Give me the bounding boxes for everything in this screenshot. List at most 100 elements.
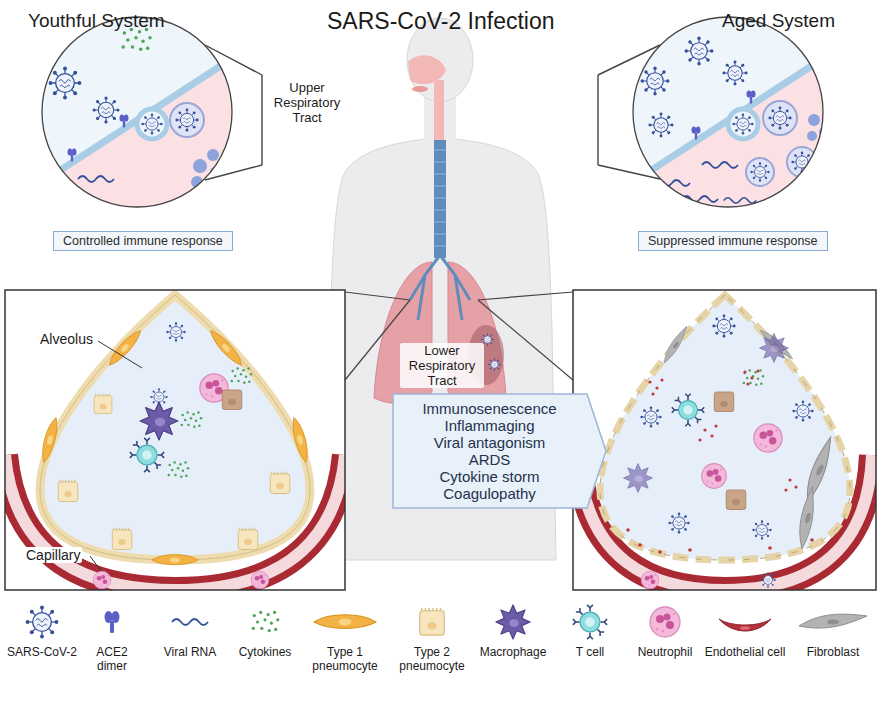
youthful-alveolus	[130, 438, 164, 472]
zoom-lines	[478, 292, 573, 300]
legend-icon	[313, 611, 377, 633]
aged-upper-airway-inset	[746, 158, 774, 186]
aged-alveolus	[760, 572, 775, 587]
youthful-alveolus	[181, 411, 203, 428]
panel-heading: Youthful System	[28, 10, 165, 32]
human-figure	[434, 210, 446, 211]
bracket-lines	[205, 165, 262, 180]
arrow-box-text: Cytokine storm	[396, 468, 583, 485]
aged-alveolus	[648, 380, 651, 383]
aged-alveolus	[784, 488, 787, 491]
bracket-lines	[261, 75, 262, 165]
leader-lines	[98, 341, 142, 368]
aged-alveolus	[710, 434, 713, 437]
panel-frame	[5, 290, 345, 590]
human-figure	[410, 255, 470, 320]
youthful-upper-airway-inset	[68, 148, 77, 161]
youthful-alveolus	[5, 295, 345, 590]
aged-alveolus	[797, 436, 841, 503]
aged-alveolus	[743, 370, 746, 373]
aged-upper-airway-inset	[732, 113, 753, 134]
aged-upper-airway-inset	[750, 162, 769, 181]
aged-upper-airway-inset	[702, 162, 738, 168]
figure-title: SARS-CoV-2 Infection	[327, 8, 555, 35]
aged-upper-airway-inset	[820, 174, 832, 186]
youthful-upper-airway-inset	[49, 67, 82, 100]
region-label: Upper Respiratory Tract	[267, 80, 347, 125]
youthful-alveolus	[207, 327, 246, 368]
legend-icon	[716, 609, 774, 635]
youthful-alveolus	[105, 327, 144, 368]
inset-outline	[42, 17, 232, 207]
legend-text: T cell	[562, 645, 618, 659]
panel-frame	[573, 290, 876, 590]
aged-alveolus	[626, 369, 814, 553]
aged-alveolus	[714, 424, 717, 427]
status-box: Suppressed immune response	[638, 231, 828, 251]
aged-upper-airway-inset	[807, 131, 817, 141]
zoom-lines	[345, 292, 410, 300]
youthful-alveolus	[168, 461, 190, 478]
youthful-upper-airway-inset	[121, 28, 151, 51]
legend-icon-shape	[420, 608, 444, 635]
legend-icon	[648, 605, 682, 639]
youthful-upper-airway-inset	[170, 103, 204, 137]
youthful-alveolus	[222, 390, 242, 410]
youthful-alveolus	[105, 327, 144, 368]
human-figure	[488, 358, 501, 371]
legend-icon-shape	[172, 619, 208, 625]
bracket-lines	[597, 75, 598, 165]
aged-alveolus	[651, 392, 654, 395]
youthful-alveolus	[207, 327, 246, 368]
aged-upper-airway-inset	[682, 196, 718, 202]
legend-icon	[25, 605, 59, 639]
legend-icon	[571, 603, 609, 641]
region-label: Lower Respiratory Tract	[400, 343, 484, 388]
youthful-upper-airway-inset	[30, 50, 245, 215]
legend-text: ACE2 dimer	[87, 645, 137, 673]
youthful-upper-airway-inset	[210, 167, 220, 177]
part-label: Alveolus	[38, 331, 95, 347]
youthful-alveolus	[238, 528, 258, 550]
human-figure	[434, 186, 446, 187]
youthful-upper-airway-inset	[92, 96, 119, 123]
aged-alveolus	[712, 314, 735, 337]
aged-alveolus	[660, 378, 663, 381]
zoom-lines	[478, 300, 573, 380]
youthful-alveolus	[93, 571, 111, 589]
human-figure	[434, 150, 446, 151]
legend-text: Cytokines	[230, 645, 300, 659]
legend-icon	[102, 609, 122, 635]
aged-alveolus	[703, 428, 706, 431]
panel-heading: Aged System	[722, 10, 835, 32]
aged-upper-airway-inset	[654, 180, 690, 186]
youthful-alveolus	[152, 555, 198, 565]
human-figure	[434, 234, 446, 235]
leader-lines	[90, 556, 101, 571]
legend-text: Macrophage	[473, 645, 553, 659]
youthful-upper-airway-inset	[137, 109, 167, 139]
youthful-alveolus	[231, 367, 253, 384]
aged-alveolus	[792, 486, 823, 549]
aged-alveolus	[759, 325, 793, 363]
aged-upper-airway-inset	[722, 60, 747, 85]
aged-alveolus	[750, 376, 753, 379]
legend-icon-shape	[314, 615, 376, 629]
arrow-box-text: Coagulopathy	[396, 485, 583, 502]
aged-alveolus	[641, 571, 659, 589]
aged-alveolus	[638, 543, 642, 547]
legend-icon-shape	[799, 614, 867, 628]
legend-icon	[494, 603, 532, 641]
aged-upper-airway-inset	[807, 114, 832, 186]
youthful-upper-airway-inset	[207, 149, 219, 161]
arrow-box-text: Immunosenescence	[396, 400, 583, 417]
legend-text: Endothelial cell	[697, 645, 793, 659]
aged-upper-airway-inset	[724, 198, 756, 203]
aged-alveolus	[746, 382, 749, 385]
aged-upper-airway-inset	[747, 90, 756, 103]
aged-alveolus	[655, 386, 658, 389]
aged-upper-airway-inset	[808, 114, 820, 126]
youthful-alveolus	[289, 416, 311, 463]
legend-text: SARS-CoV-2	[2, 645, 82, 659]
aged-alveolus	[752, 520, 771, 539]
